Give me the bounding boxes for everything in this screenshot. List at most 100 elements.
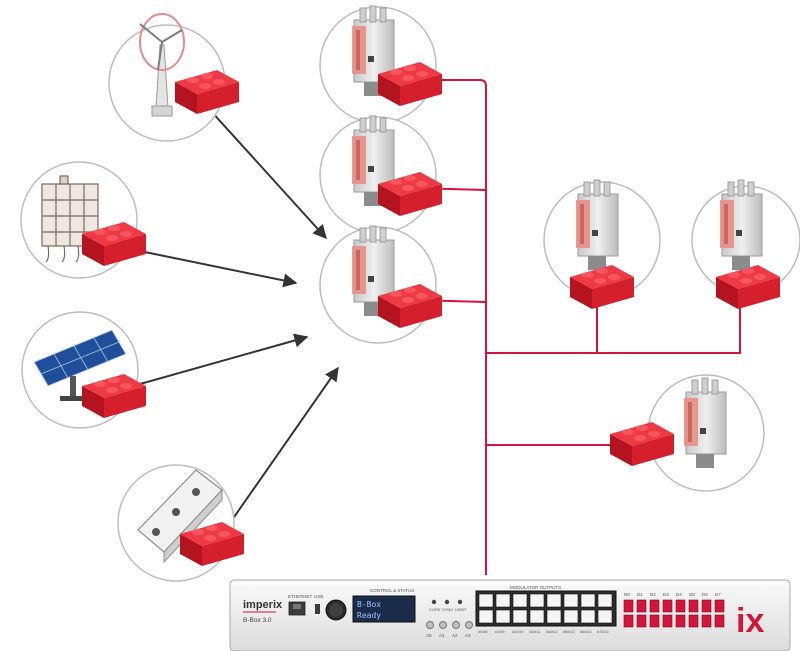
- converter-module-4: [543, 179, 661, 309]
- rj45-label-3: #3/#11: [529, 630, 540, 634]
- converter-module-5: [691, 179, 800, 309]
- rj45-port-top-2[interactable]: [512, 593, 528, 608]
- wind-turbine-icon: [139, 13, 185, 117]
- arrow-drive-to-module: [231, 366, 339, 521]
- control-knob[interactable]: [325, 599, 347, 621]
- fiber-port-bottom-4[interactable]: [675, 614, 686, 628]
- rj45-port-top-4[interactable]: [546, 593, 562, 608]
- fiber-port-bottom-2[interactable]: [649, 614, 660, 628]
- usb-port[interactable]: [315, 604, 320, 614]
- rj45-block: [475, 590, 617, 627]
- logo-mark-text: ix: [736, 602, 764, 640]
- rj45-port-top-0[interactable]: [478, 593, 494, 608]
- fiber-port-top-6[interactable]: [701, 599, 712, 613]
- fiber-label-7: D7: [715, 592, 721, 597]
- led-core: [431, 599, 437, 605]
- led-sync: [444, 599, 450, 605]
- rj45-label-0: #0/#8: [478, 630, 488, 634]
- fiber-label-3: D3: [663, 592, 669, 597]
- rj45-port-bottom-5[interactable]: [563, 609, 579, 624]
- fiber-port-bottom-6[interactable]: [701, 614, 712, 628]
- lcd-line-1: B-Box: [357, 600, 381, 609]
- fiber-port-top-1[interactable]: [636, 599, 647, 613]
- rj45-port-bottom-7[interactable]: [597, 609, 613, 624]
- fiber-port-top-0[interactable]: [623, 599, 634, 613]
- source-solar: [21, 311, 146, 429]
- industrial-plant-icon: [41, 175, 99, 263]
- led-label-core: CORE: [429, 607, 441, 612]
- lcd-display: [352, 595, 416, 623]
- fiber-port-top-7[interactable]: [714, 599, 725, 613]
- fiber-label-6: D6: [702, 592, 708, 597]
- converter-module-2: [319, 115, 442, 234]
- source-arrows: [134, 109, 339, 521]
- source-drive: [117, 464, 244, 582]
- model-label: B-Box 3.0: [243, 617, 272, 624]
- fiber-port-bottom-5[interactable]: [688, 614, 699, 628]
- rj45-label-row: #0/#8#1/#9#2/#10#3/#11#4/#12#5/#13#6/#14…: [478, 630, 609, 634]
- fiber-port-top-5[interactable]: [688, 599, 699, 613]
- fiber-port-top-4[interactable]: [675, 599, 686, 613]
- analog-label-a2: A2: [452, 633, 458, 638]
- brand-logo: imperix: [243, 599, 283, 611]
- analog-connectors: A0 A1 A2 A3: [426, 621, 473, 638]
- control-status-label: CONTROL & STATUS: [370, 588, 414, 593]
- rj45-port-bottom-1[interactable]: [495, 609, 511, 624]
- imperix-logo-mark: ix: [736, 602, 764, 640]
- analog-label-a3: A3: [465, 633, 471, 638]
- ethernet-label: ETHERNET: [288, 594, 313, 599]
- fiber-label-1: D1: [637, 592, 643, 597]
- source-wind: [108, 13, 239, 142]
- io-header: MODULATOR OUTPUTS: [510, 585, 561, 590]
- fiber-port-top-3[interactable]: [662, 599, 673, 613]
- rj45-label-5: #5/#13: [563, 630, 575, 634]
- converter-module-3: [319, 225, 442, 344]
- analog-label-a1: A1: [439, 633, 445, 638]
- analog-port-a0[interactable]: [426, 621, 434, 629]
- converter-module-1: [319, 5, 442, 124]
- fiber-label-0: D0: [624, 592, 630, 597]
- led-label-user: USER: [455, 607, 466, 612]
- rj45-port-top-7[interactable]: [597, 593, 613, 608]
- controller-chassis: imperix B-Box 3.0 ETHERNET USB CONTROL &…: [229, 579, 791, 651]
- arrow-wind-to-module: [209, 109, 327, 240]
- rj45-port-top-3[interactable]: [529, 593, 545, 608]
- fiber-port-bottom-0[interactable]: [623, 614, 634, 628]
- arrow-solar-to-module: [139, 333, 309, 385]
- rj45-port-bottom-6[interactable]: [580, 609, 596, 624]
- rj45-port-bottom-0[interactable]: [478, 609, 494, 624]
- fiber-label-2: D2: [650, 592, 656, 597]
- converter-module-6: [610, 374, 765, 492]
- status-leds: CORE SYNC USER: [429, 599, 466, 612]
- rj45-port-bottom-2[interactable]: [512, 609, 528, 624]
- interconnect-bus: [411, 79, 741, 575]
- rj45-port-bottom-4[interactable]: [546, 609, 562, 624]
- rj45-port-bottom-3[interactable]: [529, 609, 545, 624]
- fiber-port-bottom-1[interactable]: [636, 614, 647, 628]
- rj45-port-top-1[interactable]: [495, 593, 511, 608]
- rj45-port-grid: [478, 593, 613, 624]
- fiber-port-bottom-7[interactable]: [714, 614, 725, 628]
- bus-link-module-4-5: [486, 295, 741, 354]
- analog-port-a2[interactable]: [452, 621, 460, 629]
- rj45-label-2: #2/#10: [512, 630, 524, 634]
- power-converter-module-icon: [575, 179, 619, 271]
- analog-port-a1[interactable]: [439, 621, 447, 629]
- rj45-port-top-5[interactable]: [563, 593, 579, 608]
- analog-port-a3[interactable]: [465, 621, 473, 629]
- source-industrial: [20, 161, 146, 279]
- usb-label: USB: [314, 594, 323, 599]
- rj45-label-7: #7/#15: [597, 630, 609, 634]
- rj45-port-top-6[interactable]: [580, 593, 596, 608]
- fiber-port-top-2[interactable]: [649, 599, 660, 613]
- fiber-port-bottom-3[interactable]: [662, 614, 673, 628]
- power-converter-module-icon: [719, 179, 763, 271]
- lcd-line-2: Ready: [357, 611, 381, 620]
- fiber-port-grid: [623, 599, 725, 628]
- led-user: [457, 599, 463, 605]
- fiber-label-4: D4: [676, 592, 682, 597]
- rj45-label-4: #4/#12: [546, 630, 558, 634]
